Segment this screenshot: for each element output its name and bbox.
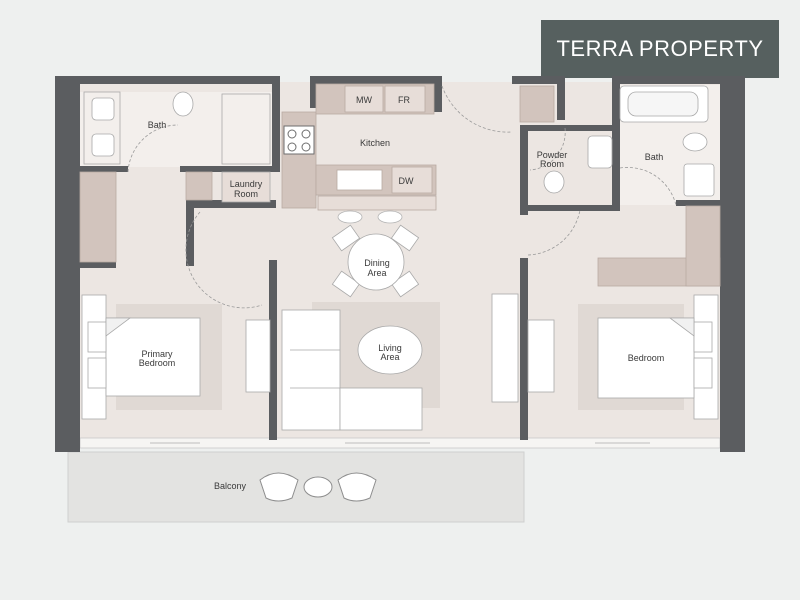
brand-logo: TERRA PROPERTY xyxy=(541,20,779,78)
cooktop-icon xyxy=(283,125,315,155)
room-labels: Bath MW FR Kitchen DW Laundry Room Powde… xyxy=(139,95,665,491)
label-laundry-1: Laundry xyxy=(230,179,263,189)
label-mw: MW xyxy=(356,95,372,105)
outer-walls xyxy=(55,76,745,452)
label-dining-1: Dining xyxy=(364,258,390,268)
bedroom-bed xyxy=(597,294,719,420)
primary-bed xyxy=(81,294,201,420)
bath-fixtures xyxy=(83,85,715,203)
brand-name: TERRA PROPERTY xyxy=(556,36,764,61)
label-dw: DW xyxy=(399,176,414,186)
label-laundry-2: Room xyxy=(234,189,258,199)
label-living-1: Living xyxy=(378,343,402,353)
bar-stools xyxy=(337,210,403,224)
label-fr: FR xyxy=(398,95,410,105)
tv-units xyxy=(245,293,555,403)
label-balcony: Balcony xyxy=(214,481,247,491)
label-primary-2: Bedroom xyxy=(139,358,176,368)
interior-walls xyxy=(80,108,720,440)
coffee-table xyxy=(357,325,423,375)
label-living-2: Area xyxy=(380,352,399,362)
appliances xyxy=(336,85,433,194)
balcony-furniture xyxy=(259,472,377,502)
balcony-area xyxy=(67,451,525,523)
label-bath-left: Bath xyxy=(148,120,167,130)
label-bath-right: Bath xyxy=(645,152,664,162)
label-bedroom: Bedroom xyxy=(628,353,665,363)
dining-set xyxy=(331,224,420,298)
sofa xyxy=(281,309,423,431)
label-dining-2: Area xyxy=(367,268,386,278)
label-powder-2: Room xyxy=(540,159,564,169)
kitchen-island xyxy=(317,195,437,211)
label-powder-1: Powder xyxy=(537,150,568,160)
label-primary-1: Primary xyxy=(142,349,173,359)
label-kitchen: Kitchen xyxy=(360,138,390,148)
door-swings xyxy=(127,85,677,309)
